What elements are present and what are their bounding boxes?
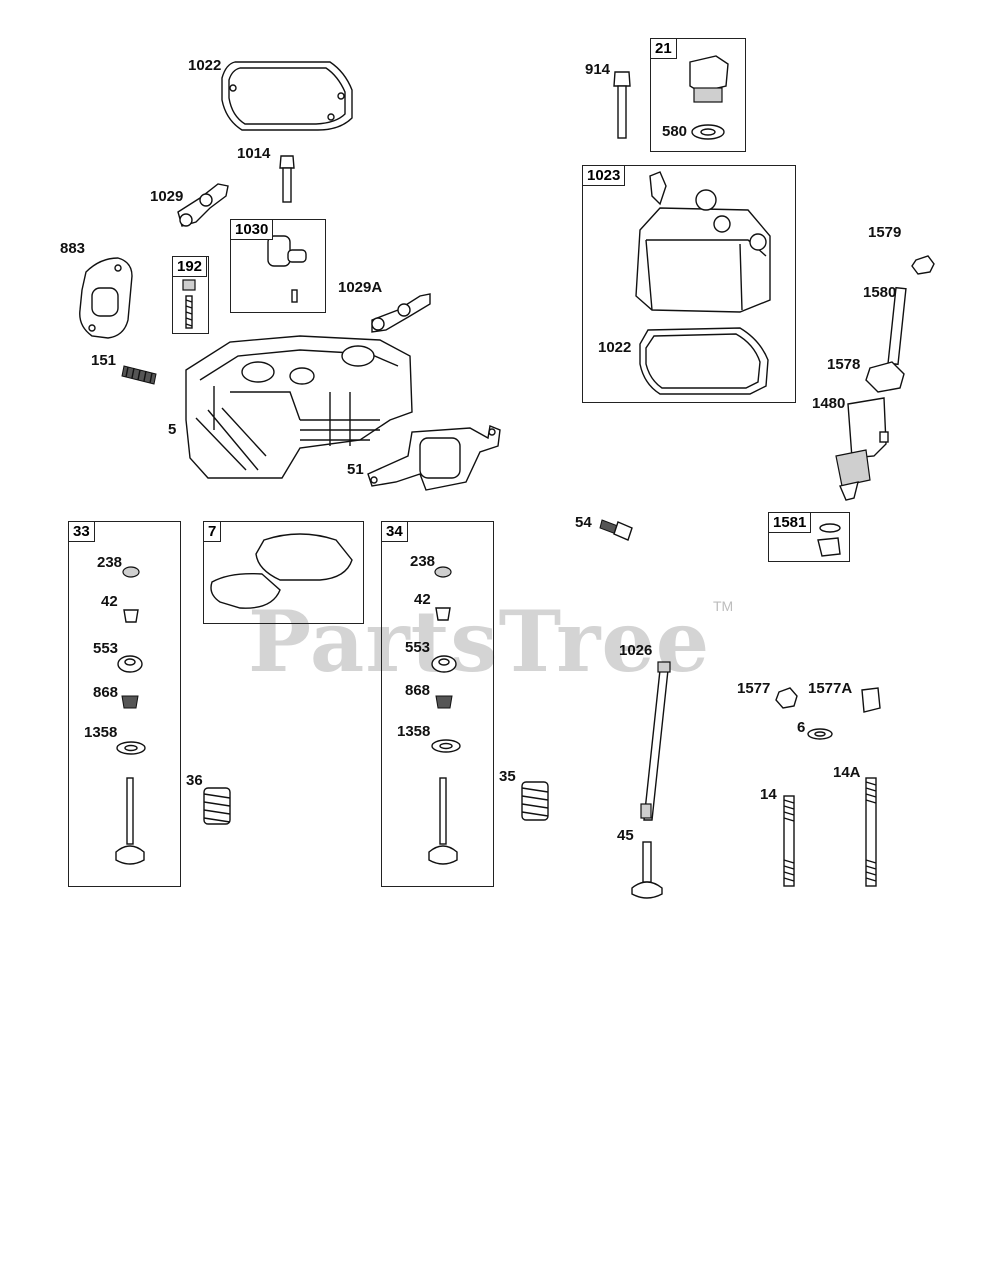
box-7-number: 7 <box>204 522 222 542</box>
box-34-number: 34 <box>382 522 408 542</box>
part-label-238-right[interactable]: 238 <box>410 553 436 570</box>
nut-1577a-icon[interactable] <box>861 687 881 713</box>
bolt-914-icon[interactable] <box>613 71 631 139</box>
valve-spring-35-icon[interactable] <box>521 781 549 821</box>
nut-1577-icon[interactable] <box>775 687 798 709</box>
box-1581-number: 1581 <box>769 513 812 533</box>
valve-cover-gasket-icon[interactable] <box>221 61 353 131</box>
part-label-1577[interactable]: 1577 <box>737 680 771 697</box>
rocker-arm-1029a-icon[interactable] <box>371 293 431 333</box>
box-33: 33 <box>68 521 181 887</box>
part-label-5[interactable]: 5 <box>168 421 177 438</box>
box-1030: 1030 <box>230 219 326 313</box>
trademark-mark: TM <box>713 598 734 614</box>
box-192-number: 192 <box>173 257 208 277</box>
part-label-1358-left[interactable]: 1358 <box>84 724 118 741</box>
part-label-1358-right[interactable]: 1358 <box>397 723 431 740</box>
part-label-1029[interactable]: 1029 <box>150 188 184 205</box>
exhaust-gasket-icon[interactable] <box>367 425 501 491</box>
part-label-883[interactable]: 883 <box>60 240 86 257</box>
part-label-51[interactable]: 51 <box>347 461 364 478</box>
part-label-14[interactable]: 14 <box>760 786 777 803</box>
part-label-1026[interactable]: 1026 <box>619 642 653 659</box>
valve-cover-gasket-1022b-icon[interactable] <box>639 327 769 395</box>
stud-151-icon[interactable] <box>121 365 157 385</box>
part-label-1580[interactable]: 1580 <box>863 284 897 301</box>
part-label-151[interactable]: 151 <box>91 352 117 369</box>
box-1023: 1023 <box>582 165 796 403</box>
part-label-553-right[interactable]: 553 <box>405 639 431 656</box>
part-label-42-left[interactable]: 42 <box>101 593 118 610</box>
box-1581: 1581 <box>768 512 850 562</box>
part-label-580[interactable]: 580 <box>662 123 688 140</box>
stud-14-icon[interactable] <box>783 795 795 887</box>
valve-spring-36-icon[interactable] <box>203 787 231 825</box>
part-label-1579[interactable]: 1579 <box>868 224 902 241</box>
box-7: 7 <box>203 521 364 624</box>
intake-valve-icon[interactable] <box>428 777 458 865</box>
injector-seal-icon[interactable] <box>817 523 841 557</box>
part-label-1029a[interactable]: 1029A <box>338 279 383 296</box>
parts-tree-watermark: PartsTree <box>248 592 711 691</box>
valve-45-icon[interactable] <box>631 841 663 899</box>
part-label-36[interactable]: 36 <box>186 772 203 789</box>
part-label-6[interactable]: 6 <box>797 719 806 736</box>
push-rod-icon[interactable] <box>640 661 671 821</box>
adjusting-screw-icon[interactable] <box>182 279 196 329</box>
part-label-1022[interactable]: 1022 <box>188 57 222 74</box>
nut-1579-icon[interactable] <box>911 255 935 275</box>
bolt-1014-icon[interactable] <box>279 155 295 203</box>
part-label-553-left[interactable]: 553 <box>93 640 119 657</box>
washer-6-icon[interactable] <box>807 728 833 740</box>
valve-cover-icon[interactable] <box>635 171 771 313</box>
box-21-number: 21 <box>651 39 677 59</box>
nut-1578-icon[interactable] <box>865 361 905 393</box>
cylinder-head-icon[interactable] <box>185 335 413 479</box>
part-label-54[interactable]: 54 <box>575 514 592 531</box>
part-label-914[interactable]: 914 <box>585 61 611 78</box>
pushrod-guide-icon[interactable] <box>267 235 307 303</box>
stud-14a-icon[interactable] <box>865 777 877 887</box>
part-label-14a[interactable]: 14A <box>833 764 861 781</box>
part-label-1577a[interactable]: 1577A <box>808 680 853 697</box>
gasket-set-icon[interactable] <box>210 533 353 609</box>
box-21: 21 <box>650 38 746 152</box>
part-label-1014[interactable]: 1014 <box>237 145 271 162</box>
box-34: 34 <box>381 521 494 887</box>
box-1023-number: 1023 <box>583 166 626 186</box>
intake-gasket-icon[interactable] <box>79 257 133 339</box>
washer-580-icon[interactable] <box>691 124 725 140</box>
box-192: 192 <box>172 256 209 334</box>
part-label-35[interactable]: 35 <box>499 768 516 785</box>
box-33-number: 33 <box>69 522 95 542</box>
part-label-868-left[interactable]: 868 <box>93 684 119 701</box>
part-label-868-right[interactable]: 868 <box>405 682 431 699</box>
part-label-42-right[interactable]: 42 <box>414 591 431 608</box>
valve-keeper-set-left-icon[interactable] <box>116 566 146 755</box>
part-label-1022b[interactable]: 1022 <box>598 339 632 356</box>
oil-fill-cap-icon[interactable] <box>689 55 729 103</box>
part-label-1578[interactable]: 1578 <box>827 356 861 373</box>
rocker-arm-icon[interactable] <box>177 183 229 227</box>
part-label-238-left[interactable]: 238 <box>97 554 123 571</box>
fuel-injector-icon[interactable] <box>835 397 889 501</box>
valve-keeper-set-right-icon[interactable] <box>431 566 461 753</box>
bolt-54-icon[interactable] <box>599 519 633 541</box>
part-label-1480[interactable]: 1480 <box>812 395 846 412</box>
part-label-45[interactable]: 45 <box>617 827 634 844</box>
exhaust-valve-icon[interactable] <box>115 777 145 865</box>
box-1030-number: 1030 <box>231 220 274 240</box>
